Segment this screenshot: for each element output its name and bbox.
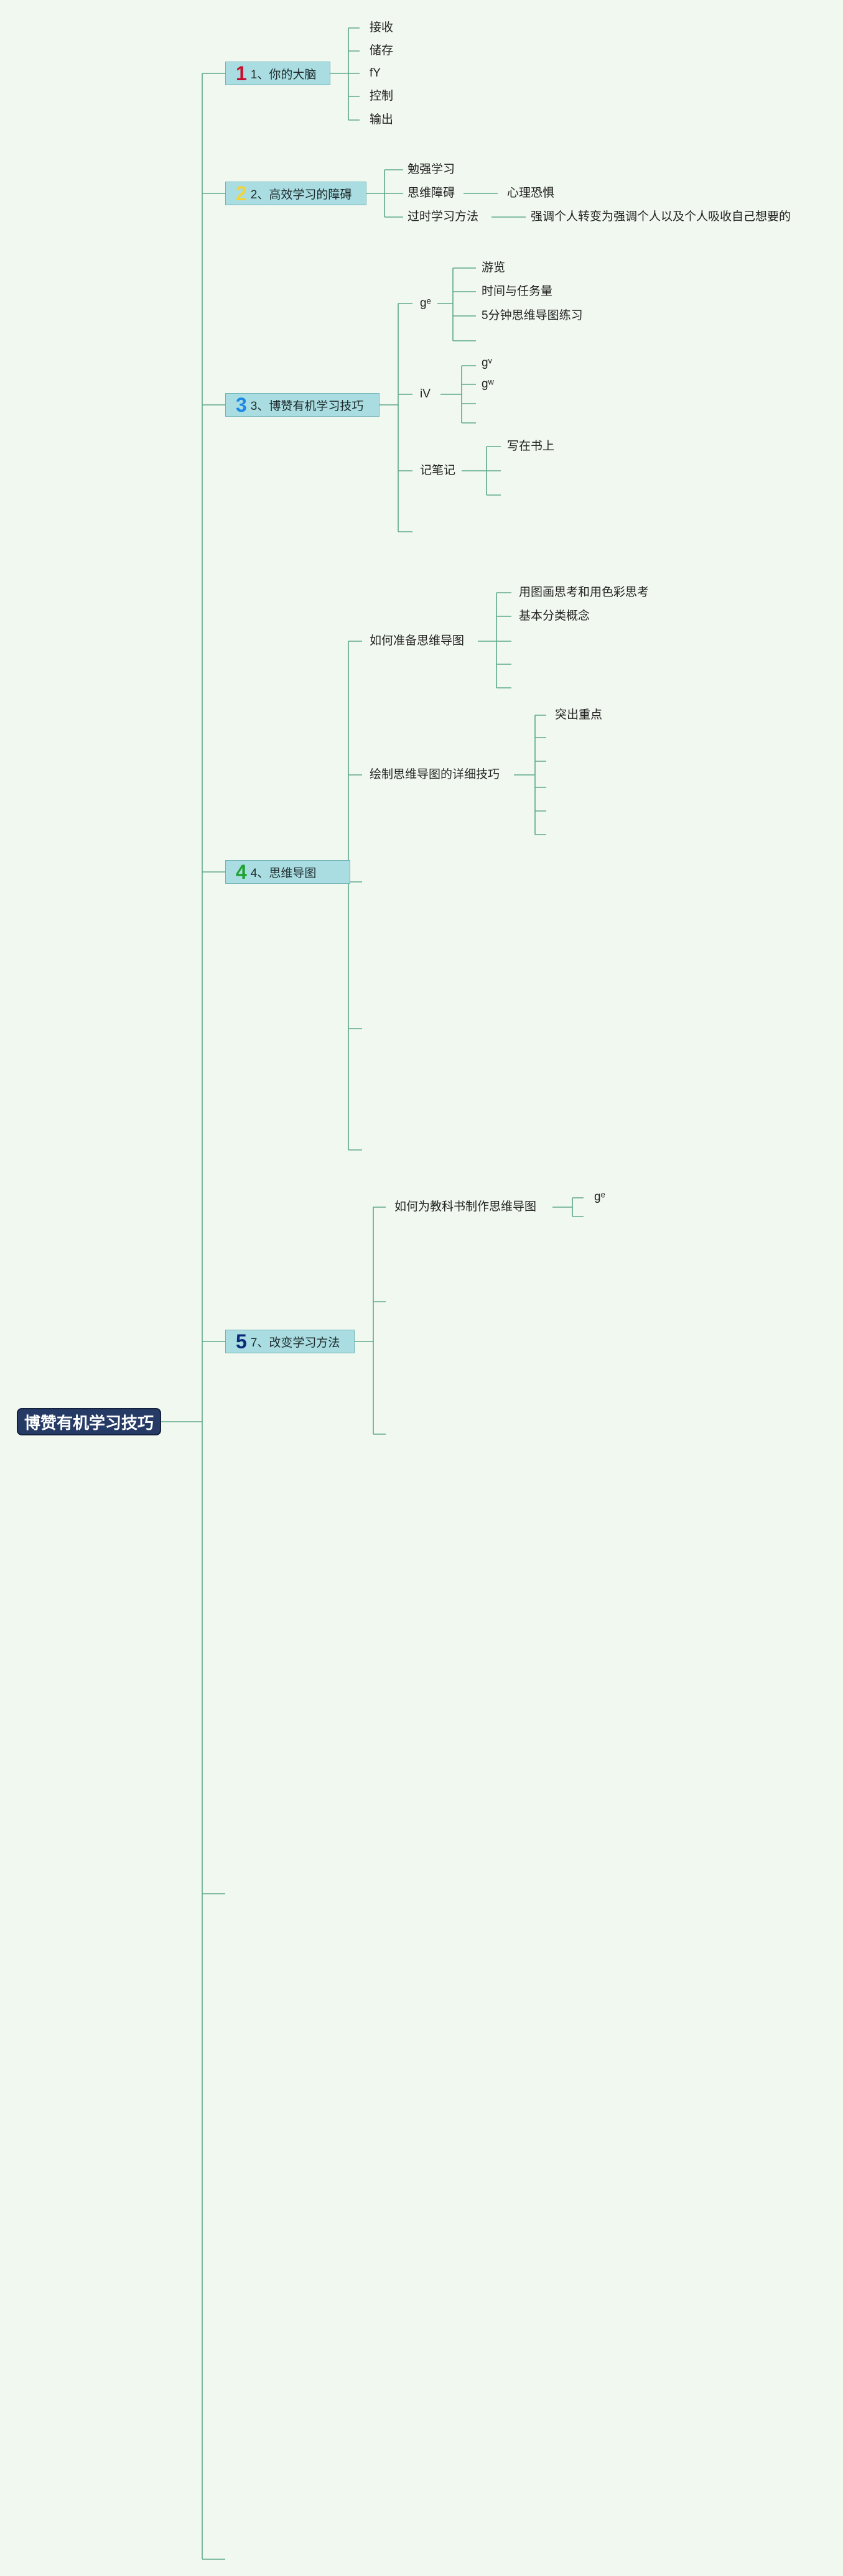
- number-badge: 1: [236, 62, 247, 85]
- node-basic-categories[interactable]: 基本分类概念: [519, 609, 590, 623]
- node-control[interactable]: 控制: [370, 90, 394, 103]
- node-write-on-book[interactable]: 写在书上: [507, 440, 555, 453]
- node-browse[interactable]: 游览: [482, 261, 506, 274]
- topic-label: 1、你的大脑: [250, 68, 317, 81]
- node-psych-fear[interactable]: 心理恐惧: [507, 187, 555, 200]
- number-badge: 3: [236, 394, 247, 416]
- node-mental-block[interactable]: 思维障碍: [408, 187, 455, 200]
- topic-brain[interactable]: 1 1、你的大脑: [225, 62, 330, 85]
- node-iv[interactable]: iV: [420, 387, 431, 401]
- node-fy[interactable]: fY: [370, 67, 381, 80]
- node-textbook-mindmap[interactable]: 如何为教科书制作思维导图: [394, 1200, 537, 1213]
- topic-label: 2、高效学习的障碍: [250, 188, 352, 202]
- node-output[interactable]: 输出: [370, 113, 394, 126]
- topic-organic-learning[interactable]: 3 3、博赞有机学习技巧: [225, 393, 380, 417]
- node-notes[interactable]: 记笔记: [420, 464, 456, 477]
- topic-label: 4、思维导图: [250, 866, 317, 880]
- node-store[interactable]: 储存: [370, 44, 394, 57]
- node-method-shift[interactable]: 强调个人转变为强调个人以及个人吸收自己想要的: [531, 210, 791, 223]
- root-topic[interactable]: 博赞有机学习技巧: [17, 1408, 161, 1435]
- number-badge: 4: [236, 861, 247, 883]
- node-picture-color-thinking[interactable]: 用图画思考和用色彩思考: [519, 586, 650, 599]
- node-g-textbook[interactable]: gᵉ: [594, 1190, 605, 1203]
- topic-label: 3、博赞有机学习技巧: [250, 399, 364, 413]
- topic-label: 7、改变学习方法: [250, 1336, 340, 1350]
- node-5min-exercise[interactable]: 5分钟思维导图练习: [482, 309, 583, 322]
- number-badge: 5: [236, 1330, 247, 1353]
- node-prepare-mindmap[interactable]: 如何准备思维导图: [370, 634, 465, 647]
- node-draw-techniques[interactable]: 绘制思维导图的详细技巧: [370, 768, 500, 781]
- topic-learning-obstacles[interactable]: 2 2、高效学习的障碍: [225, 182, 366, 205]
- number-badge: 2: [236, 182, 247, 205]
- node-gw[interactable]: gʷ: [482, 378, 494, 391]
- node-g[interactable]: gᵉ: [420, 297, 431, 310]
- node-gv[interactable]: gᵛ: [482, 356, 492, 369]
- topic-change-method[interactable]: 5 7、改变学习方法: [225, 1330, 355, 1353]
- node-forced-learning[interactable]: 勉强学习: [408, 163, 455, 176]
- node-outdated-methods[interactable]: 过时学习方法: [408, 210, 479, 223]
- node-receive[interactable]: 接收: [370, 21, 394, 34]
- topic-mind-map[interactable]: 4 4、思维导图: [225, 860, 350, 884]
- node-highlight[interactable]: 突出重点: [555, 708, 603, 721]
- node-time-task[interactable]: 时间与任务量: [482, 285, 553, 298]
